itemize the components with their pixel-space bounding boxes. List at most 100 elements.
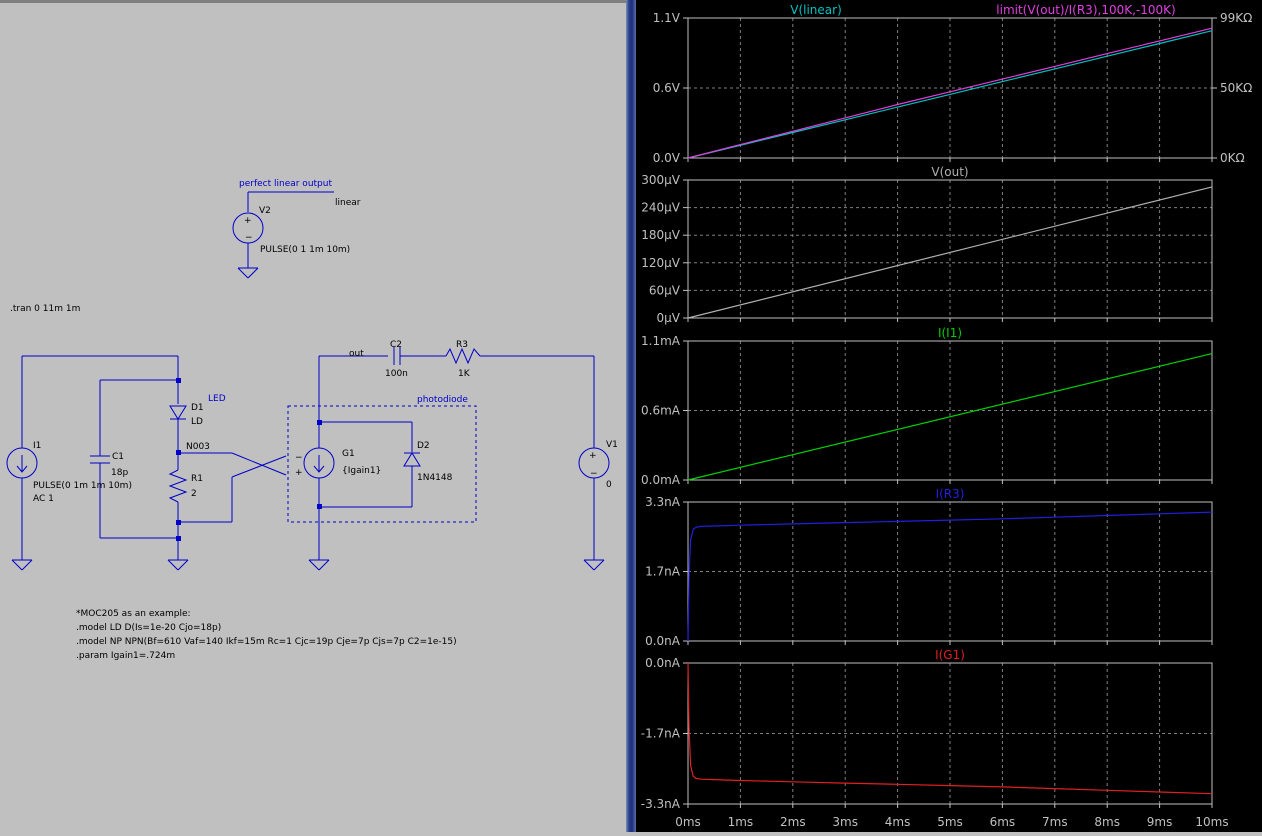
x-tick-label: 6ms	[990, 815, 1016, 829]
plot-frame	[687, 179, 1213, 319]
pane-splitter[interactable]	[626, 0, 636, 832]
label-perfect-linear-output: perfect linear output	[239, 179, 332, 189]
d1-name[interactable]: D1	[191, 403, 204, 413]
x-tick-label: 2ms	[780, 815, 806, 829]
v1-name[interactable]: V1	[606, 440, 618, 450]
c2-value[interactable]: 100n	[385, 369, 408, 379]
y-tick-label: 0.0nA	[645, 634, 681, 648]
trace-label[interactable]: I(I1)	[938, 326, 962, 340]
trace-label[interactable]: I(G1)	[935, 648, 965, 662]
y-tick-label: 120µV	[641, 256, 681, 270]
c1-name[interactable]: C1	[112, 452, 124, 462]
plot-frame	[687, 340, 1213, 481]
plot-frame	[687, 662, 1213, 805]
trace-label[interactable]: limit(V(out)/I(R3),100K,-100K)	[996, 3, 1175, 17]
y-tick-label: 1.1V	[653, 11, 681, 25]
trace-label[interactable]: V(linear)	[790, 3, 842, 17]
plot-frame	[687, 501, 1213, 642]
source-polarity: + − + − − +	[244, 216, 598, 479]
i1-name[interactable]: I1	[33, 441, 41, 451]
spice-directive-line[interactable]: *MOC205 as an example:	[76, 609, 191, 619]
y-tick-label: 1.1mA	[641, 334, 681, 348]
x-tick-label: 0ms	[675, 815, 701, 829]
svg-text:−: −	[295, 453, 303, 463]
svg-text:−: −	[590, 469, 598, 479]
trace-5-1[interactable]	[687, 662, 1213, 795]
y-tick-label: -3.3nA	[641, 797, 681, 811]
label-photodiode: photodiode	[417, 395, 468, 405]
y-tick-label: 1.7nA	[645, 565, 681, 579]
x-tick-label: 9ms	[1147, 815, 1173, 829]
d2-name[interactable]: D2	[417, 441, 430, 451]
y-tick-label: 240µV	[641, 201, 681, 215]
diode-d2[interactable]	[403, 452, 421, 467]
trace-label[interactable]: V(out)	[931, 165, 968, 179]
y-tick-label: 0.0nA	[645, 656, 681, 670]
x-tick-label: 5ms	[937, 815, 963, 829]
x-tick-label: 3ms	[832, 815, 858, 829]
y-tick-label-right: 50KΩ	[1220, 81, 1252, 95]
svg-text:+: +	[244, 216, 252, 226]
y-tick-label: 180µV	[641, 228, 681, 242]
schematic-editor[interactable]: + − + − − + perfect linear output linear V2…	[0, 0, 626, 832]
y-tick-label: 0.6mA	[641, 404, 681, 418]
x-tick-label: 10ms	[1195, 815, 1228, 829]
waveform-canvas[interactable]: 1.1V0.6V0.0V99KΩ50KΩ0KΩV(linear)limit(V(…	[636, 0, 1262, 832]
x-tick-label: 8ms	[1094, 815, 1120, 829]
trace-1-1[interactable]	[687, 30, 1213, 159]
y-tick-label: 300µV	[641, 173, 681, 187]
y-tick-label: 3.3nA	[645, 495, 681, 509]
net-label-linear[interactable]: linear	[335, 198, 361, 208]
plot-pane[interactable]: 1.1V0.6V0.0V99KΩ50KΩ0KΩV(linear)limit(V(…	[653, 3, 1253, 165]
y-tick-label-right: 99KΩ	[1220, 11, 1252, 25]
plot-pane[interactable]: 3.3nA 1.7nA 0.0nA I(R3)	[645, 487, 1213, 648]
i1-value[interactable]: PULSE(0 1m 1m 10m)	[33, 481, 132, 491]
v2-name[interactable]: V2	[259, 206, 271, 216]
r1-name[interactable]: R1	[191, 474, 203, 484]
toolbar-edge	[0, 0, 626, 3]
trace-3-1[interactable]	[687, 353, 1213, 481]
trace-1-2[interactable]	[687, 27, 1213, 159]
svg-text:+: +	[295, 468, 303, 478]
spice-directive-line[interactable]: .model NP NPN(Bf=610 Vaf=140 Ikf=15m Rc=…	[76, 637, 457, 647]
y-tick-label: 60µV	[649, 283, 681, 297]
r3-value[interactable]: 1K	[458, 369, 471, 379]
net-label-n003[interactable]: N003	[186, 442, 210, 452]
v1-value[interactable]: 0	[606, 480, 612, 490]
plot-pane[interactable]: 0.0nA -1.7nA -3.3nA I(G1)	[641, 648, 1213, 811]
junction-dot	[176, 378, 181, 383]
spice-directive-line[interactable]: .param Igain1=.724m	[76, 651, 175, 661]
trace-4-1[interactable]	[687, 511, 1213, 642]
resistor-r3[interactable]	[445, 347, 481, 365]
svg-text:−: −	[245, 233, 253, 243]
c1-value[interactable]: 18p	[111, 468, 128, 478]
resistor-r1[interactable]	[168, 469, 188, 503]
i1-ac[interactable]: AC 1	[33, 494, 54, 504]
trace-2-1[interactable]	[687, 186, 1213, 319]
d1-value[interactable]: LD	[191, 417, 203, 427]
x-tick-label: 4ms	[885, 815, 911, 829]
x-tick-label: 1ms	[728, 815, 754, 829]
diode-d1[interactable]	[169, 405, 187, 420]
y-tick-label: 0.0V	[653, 151, 681, 165]
r3-name[interactable]: R3	[456, 340, 468, 350]
plot-frame	[687, 17, 1213, 159]
y-tick-label-right: 0KΩ	[1220, 151, 1245, 165]
c2-name[interactable]: C2	[390, 340, 402, 350]
net-label-out[interactable]: out	[349, 349, 364, 359]
v2-value[interactable]: PULSE(0 1 1m 10m)	[260, 245, 350, 255]
tran-directive[interactable]: .tran 0 11m 1m	[10, 304, 80, 314]
schematic-canvas[interactable]: + − + − − + perfect linear output linear V2…	[0, 0, 626, 832]
trace-label[interactable]: I(R3)	[936, 487, 965, 501]
g1-value[interactable]: {Igain1}	[342, 466, 381, 476]
spice-directive-line[interactable]: .model LD D(Is=1e-20 Cjo=18p)	[76, 623, 221, 633]
d2-value[interactable]: 1N4148	[417, 473, 453, 483]
photodiode-box	[287, 405, 477, 523]
y-tick-label: -1.7nA	[641, 727, 681, 741]
svg-text:+: +	[589, 451, 597, 461]
g1-name[interactable]: G1	[342, 449, 355, 459]
r1-value[interactable]: 2	[191, 489, 197, 499]
